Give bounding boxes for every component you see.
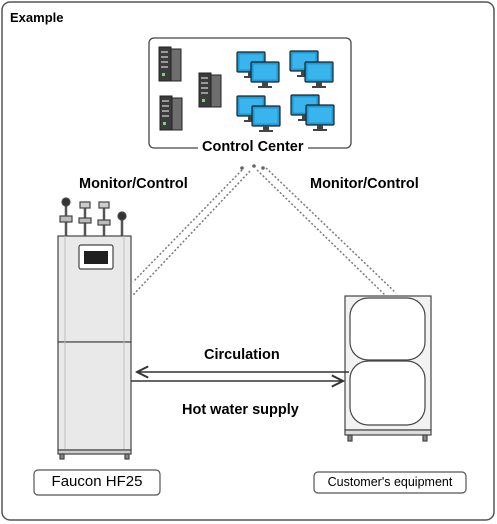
circulation-label: Circulation xyxy=(204,347,280,363)
customer-equipment xyxy=(344,295,432,442)
faucon-label-box xyxy=(33,469,161,496)
faucon-unit xyxy=(57,197,132,460)
frame-label: Example xyxy=(10,10,64,25)
hot-water-supply-label: Hot water supply xyxy=(182,402,299,418)
server-icon xyxy=(158,46,182,82)
monitor-control-label-right: Monitor/Control xyxy=(310,176,419,192)
customer-label-box xyxy=(313,471,467,494)
faucon-label: Faucon HF25 xyxy=(51,473,143,490)
monitor-control-label-left: Monitor/Control xyxy=(79,176,188,192)
server-icon xyxy=(159,95,183,131)
server-icon xyxy=(198,72,222,108)
monitor-control-link-left xyxy=(132,169,251,296)
customer-equipment-label: Customer's equipment xyxy=(327,475,453,489)
control-center-label: Control Center xyxy=(198,139,308,155)
